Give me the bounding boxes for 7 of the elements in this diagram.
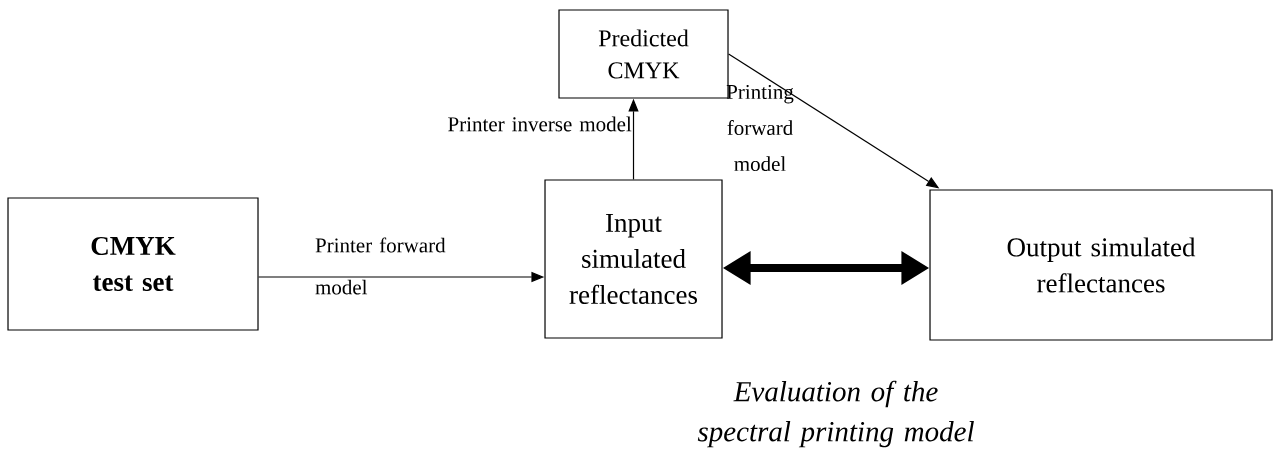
caption: Evaluation of the spectral printing model (697, 380, 974, 448)
edge-label: Printer forward model (315, 237, 446, 295)
process-box: Output simulated reflectances (929, 189, 1273, 341)
edge-label: Printing forward model (726, 84, 794, 172)
process-box: CMYK test set (7, 197, 259, 331)
process-box: Input simulated reflectances (544, 179, 723, 339)
edge-label: Printer inverse model (448, 116, 632, 132)
